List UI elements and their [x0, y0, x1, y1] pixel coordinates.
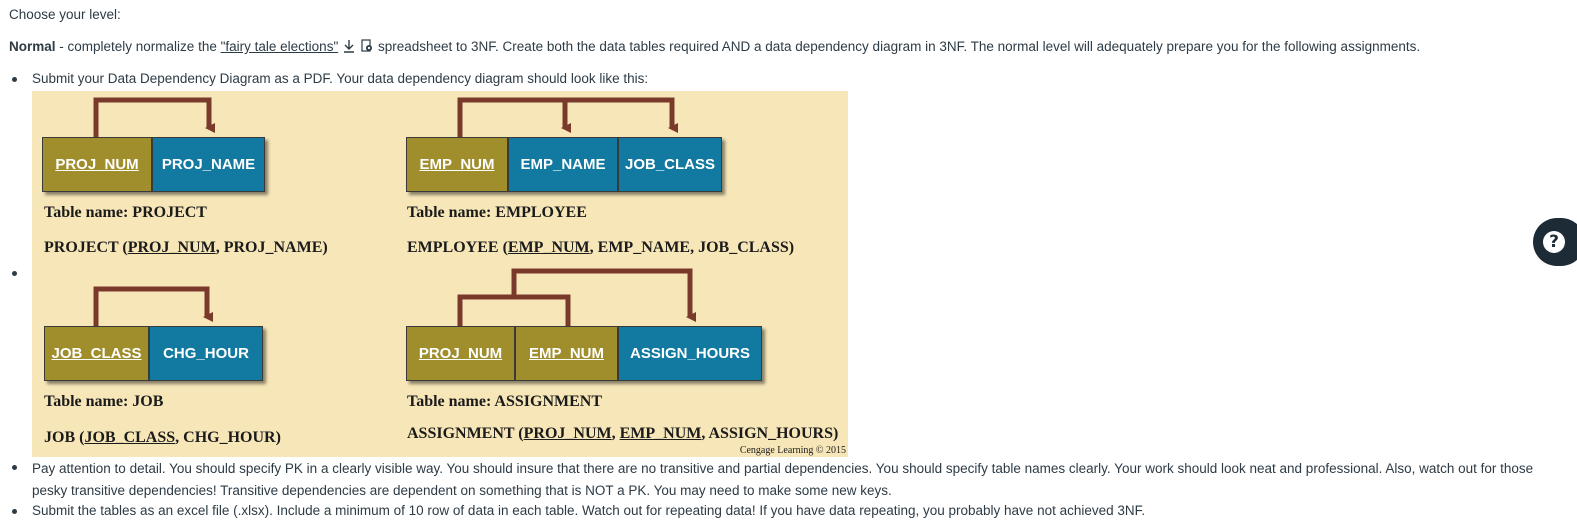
schema-pk: EMP_NUM	[507, 239, 590, 256]
bullet-dot	[12, 509, 18, 515]
normal-level-paragraph: Normal - completely normalize the "fairy…	[9, 38, 1420, 58]
assignment-pk-cell: PROJ_NUM	[406, 326, 515, 381]
schema-pk: PROJ_NUM	[523, 425, 612, 442]
data-dependency-diagram: PROJ_NUM PROJ_NAME Table name: PROJECT P…	[32, 91, 848, 457]
normal-level-title: Normal	[9, 39, 56, 54]
bullet-dot	[12, 77, 18, 83]
choose-level-label: Choose your level:	[9, 7, 121, 22]
project-table-name: Table name: PROJECT	[44, 204, 207, 221]
bullet-text-detail: Pay attention to detail. You should spec…	[32, 461, 1534, 498]
fairy-tale-elections-link[interactable]: "fairy tale elections"	[220, 39, 339, 54]
job-dependency-box: JOB_CLASS CHG_HOUR	[44, 326, 263, 381]
employee-attr-cell: EMP_NAME	[508, 137, 618, 192]
schema-pk: EMP_NUM	[619, 425, 702, 442]
schema-rest: , PROJ_NAME)	[215, 239, 328, 256]
assignment-pk-cell: EMP_NUM	[515, 326, 618, 381]
bullet-text-pdf: Submit your Data Dependency Diagram as a…	[32, 71, 649, 86]
employee-pk-cell: EMP_NUM	[406, 137, 508, 192]
assignment-table-name: Table name: ASSIGNMENT	[407, 393, 602, 410]
employee-schema: EMPLOYEE (EMP_NUM, EMP_NAME, JOB_CLASS)	[407, 239, 794, 257]
job-schema: JOB (JOB_CLASS, CHG_HOUR)	[44, 429, 281, 447]
job-pk-cell: JOB_CLASS	[44, 326, 149, 381]
bullet-dot	[12, 465, 18, 471]
schema-prefix: PROJECT (	[44, 239, 128, 256]
schema-pk: PROJ_NUM	[127, 239, 216, 256]
schema-pk: JOB_CLASS	[84, 429, 176, 446]
project-schema: PROJECT (PROJ_NUM, PROJ_NAME)	[44, 239, 328, 257]
schema-rest: , CHG_HOUR)	[175, 429, 281, 446]
download-icon[interactable]	[342, 39, 356, 58]
schema-sep: ,	[611, 425, 620, 442]
employee-dependency-box: EMP_NUM EMP_NAME JOB_CLASS	[406, 137, 722, 192]
employee-attr-cell: JOB_CLASS	[618, 137, 722, 192]
schema-rest: , EMP_NAME, JOB_CLASS)	[589, 239, 795, 256]
bullet-text-excel: Submit the tables as an excel file (.xls…	[32, 503, 1146, 518]
project-pk-cell: PROJ_NUM	[42, 137, 152, 192]
schema-rest: , ASSIGN_HOURS)	[701, 425, 839, 442]
assignment-attr-cell: ASSIGN_HOURS	[618, 326, 762, 381]
normal-level-text-2: spreadsheet to 3NF. Create both the data…	[374, 39, 1421, 54]
dependency-arrows	[93, 97, 696, 326]
project-attr-cell: PROJ_NAME	[152, 137, 265, 192]
project-dependency-box: PROJ_NUM PROJ_NAME	[42, 137, 265, 192]
bullet-dot	[12, 271, 18, 277]
job-attr-cell: CHG_HOUR	[149, 326, 263, 381]
assignment-dependency-box: PROJ_NUM EMP_NUM ASSIGN_HOURS	[406, 326, 762, 381]
preview-icon[interactable]	[360, 39, 374, 58]
employee-table-name: Table name: EMPLOYEE	[407, 204, 587, 221]
copyright-credit: Cengage Learning © 2015	[739, 445, 846, 456]
normal-level-text-1: - completely normalize the	[55, 39, 221, 54]
schema-prefix: ASSIGNMENT (	[407, 425, 524, 442]
assignment-schema: ASSIGNMENT (PROJ_NUM, EMP_NUM, ASSIGN_HO…	[407, 425, 838, 443]
schema-prefix: JOB (	[44, 429, 85, 446]
job-table-name: Table name: JOB	[44, 393, 164, 410]
schema-prefix: EMPLOYEE (	[407, 239, 508, 256]
help-button[interactable]: ?	[1533, 218, 1577, 266]
question-icon: ?	[1543, 231, 1565, 253]
